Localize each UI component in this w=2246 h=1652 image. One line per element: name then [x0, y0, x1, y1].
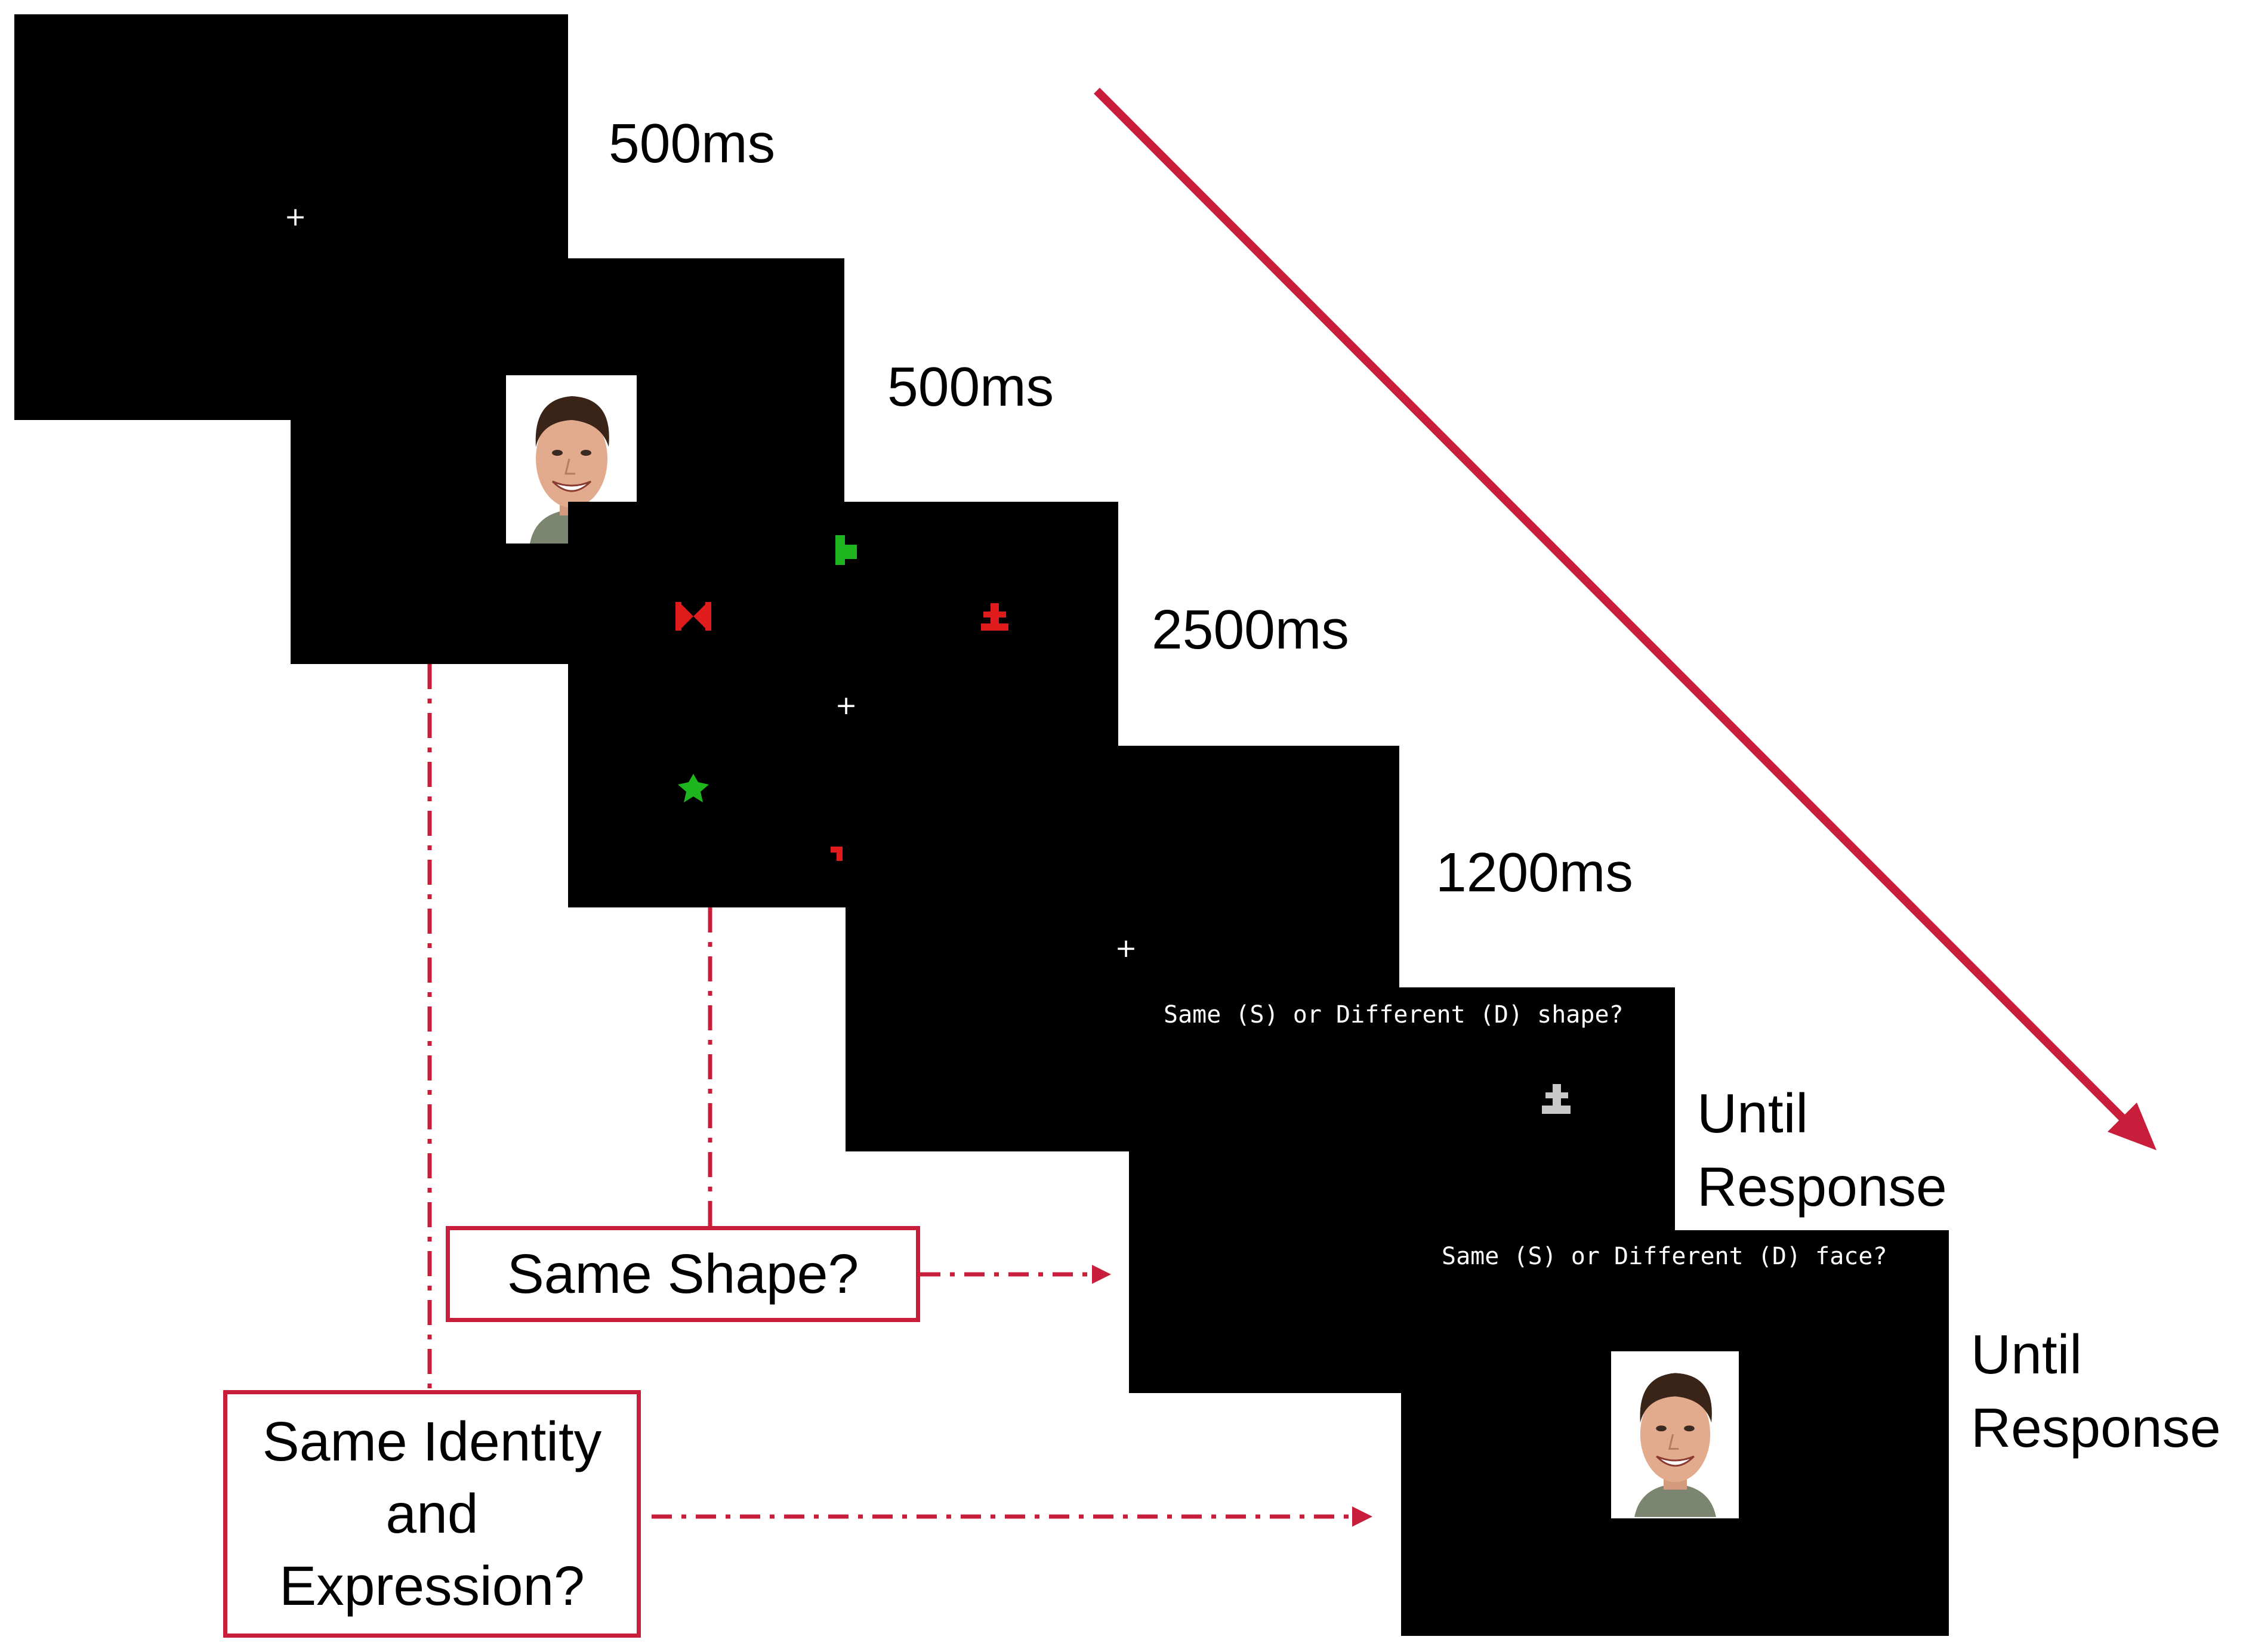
screen-face-probe: Same (S) or Different (D) face?: [1401, 1230, 1949, 1636]
duration-label-5b: Response: [1697, 1156, 1947, 1218]
duration-label-6b: Response: [1971, 1397, 2221, 1459]
duration-label-4: 1200ms: [1436, 841, 1633, 903]
identity-to-probe-arrow: [652, 1506, 1372, 1527]
duration-label-5a: Until: [1697, 1082, 1809, 1144]
fixation-cross: +: [835, 690, 857, 721]
duration-label-2: 500ms: [887, 356, 1054, 418]
cross-shape-icon: [981, 603, 1008, 631]
shape-probe-prompt: Same (S) or Different (D) shape?: [1164, 1001, 1624, 1029]
same-shape-question-box: Same Shape?: [446, 1226, 920, 1322]
star-shape-icon: [678, 774, 709, 802]
time-arrow-icon: [1094, 88, 2156, 1150]
fixation-cross: +: [1115, 933, 1137, 964]
fixation-cross: +: [284, 202, 307, 232]
duration-label-1: 500ms: [609, 112, 776, 174]
identity-question-line3: Expression?: [279, 1554, 585, 1617]
face-probe-prompt: Same (S) or Different (D) face?: [1442, 1243, 1887, 1270]
face-photo-icon: [1611, 1351, 1739, 1518]
duration-label-3: 2500ms: [1152, 598, 1349, 660]
bowtie-shape-icon: [675, 602, 711, 631]
probe-cross-shape-icon: [1542, 1084, 1571, 1114]
identity-question-line2: and: [385, 1483, 479, 1545]
shape-to-probe-arrow: [920, 1265, 1111, 1284]
same-identity-question-box: Same Identity and Expression?: [223, 1390, 641, 1638]
duration-label-6a: Until: [1971, 1323, 2083, 1385]
identity-question-line1: Same Identity: [262, 1410, 602, 1473]
same-shape-question: Same Shape?: [507, 1243, 859, 1305]
flag-shape-icon: [835, 535, 857, 565]
corner-shape-icon: [831, 847, 843, 861]
